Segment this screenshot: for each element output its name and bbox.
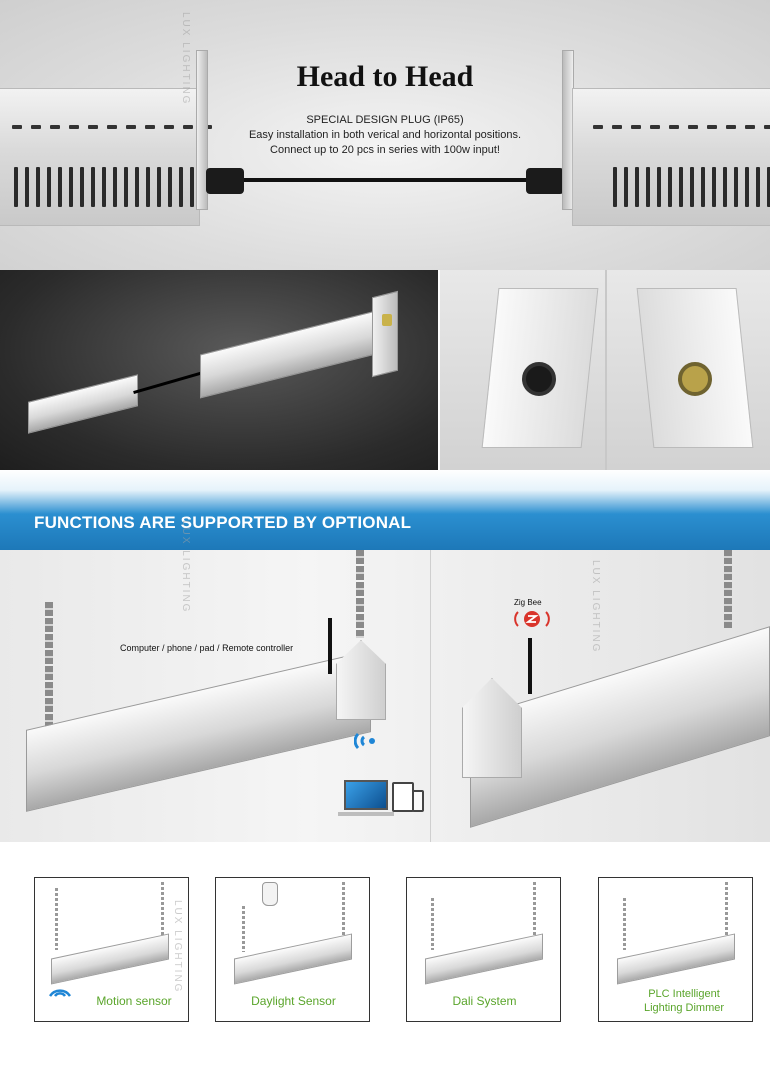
fixture-small: [28, 374, 138, 434]
page-title: Head to Head: [296, 60, 474, 93]
vent-slots: [14, 167, 205, 207]
chain-middle: [356, 550, 364, 638]
left-fixture-image: [0, 88, 212, 226]
option-daylight-sensor: Daylight Sensor: [215, 877, 370, 1022]
mini-fixture: [234, 933, 352, 985]
mini-fixture: [617, 933, 735, 985]
watermark: LUX LIGHTING: [180, 12, 191, 106]
wifi-signal-icon: [48, 989, 72, 997]
option-motion-sensor: Motion sensor: [34, 877, 189, 1022]
endcap-wifi: [336, 640, 386, 720]
fixture-wifi: [26, 650, 371, 812]
left-bracket: [196, 50, 208, 210]
mini-chain-right: [725, 882, 728, 938]
left-plug: [206, 168, 244, 194]
series-connection-text: Connect up to 20 pcs in series with 100w…: [270, 144, 500, 156]
divider: [605, 270, 607, 470]
fixture-large: [200, 309, 380, 399]
divider-vertical: [430, 550, 431, 842]
plug-spec-text: SPECIAL DESIGN PLUG (IP65): [306, 114, 464, 126]
option-label: Dali System: [452, 994, 517, 1008]
laptop-icon: [344, 780, 388, 810]
option-dali-system: Dali System: [406, 877, 561, 1022]
antenna-right: [528, 638, 532, 694]
mini-chain-right: [161, 882, 164, 938]
connector-cable: [244, 178, 526, 182]
mini-fixture: [51, 933, 169, 985]
mini-chain-left: [431, 898, 434, 950]
option-plc-dimmer: PLC Intelligent Lighting Dimmer: [598, 877, 753, 1022]
option-label-line1: PLC Intelligent: [648, 988, 720, 1000]
functions-photo: [0, 550, 770, 842]
controller-caption: Computer / phone / pad / Remote controll…: [120, 643, 294, 653]
chain-left: [45, 602, 53, 742]
installation-text: Easy installation in both verical and ho…: [248, 129, 522, 141]
vent-slots: [613, 167, 770, 207]
watermark: LUX LIGHTING: [180, 520, 191, 614]
mini-fixture: [425, 933, 543, 985]
tablet-icon: [392, 782, 414, 812]
functions-banner: [0, 470, 770, 550]
option-label-line2: Lighting Dimmer: [643, 1002, 725, 1014]
mini-chain-left: [623, 898, 626, 950]
chain-right: [724, 550, 732, 630]
zigbee-icon: [514, 611, 550, 627]
end-bracket: [372, 290, 398, 378]
mini-chain-right: [342, 882, 345, 938]
series-connection-photo: [0, 270, 438, 470]
watermark: LUX LIGHTING: [590, 560, 601, 654]
zigbee-label: Zig Bee: [514, 598, 542, 607]
option-label: Motion sensor: [96, 994, 172, 1008]
endcap-zigbee: [462, 678, 522, 778]
right-fixture-image: [572, 88, 770, 226]
mini-chain-left: [242, 906, 245, 952]
right-plug-connector: [678, 362, 712, 396]
mini-chain-right: [533, 882, 536, 938]
wifi-signal-icon: [354, 732, 375, 750]
head-to-head-section: [0, 0, 770, 270]
phone-icon: [412, 790, 424, 812]
plug-closeup-photo: [440, 270, 770, 470]
vent-row: [12, 125, 212, 129]
right-plug: [526, 168, 564, 194]
mini-chain-left: [55, 888, 58, 950]
laptop-base: [338, 812, 394, 816]
left-plug-socket: [522, 362, 556, 396]
functions-title: FUNCTIONS ARE SUPPORTED BY OPTIONAL: [34, 513, 412, 532]
vent-row: [593, 125, 770, 129]
plug-icon: [382, 314, 392, 326]
daylight-sensor-icon: [262, 882, 278, 906]
watermark: LUX LIGHTING: [172, 900, 183, 994]
option-label: Daylight Sensor: [251, 994, 336, 1008]
antenna-left: [328, 618, 332, 674]
